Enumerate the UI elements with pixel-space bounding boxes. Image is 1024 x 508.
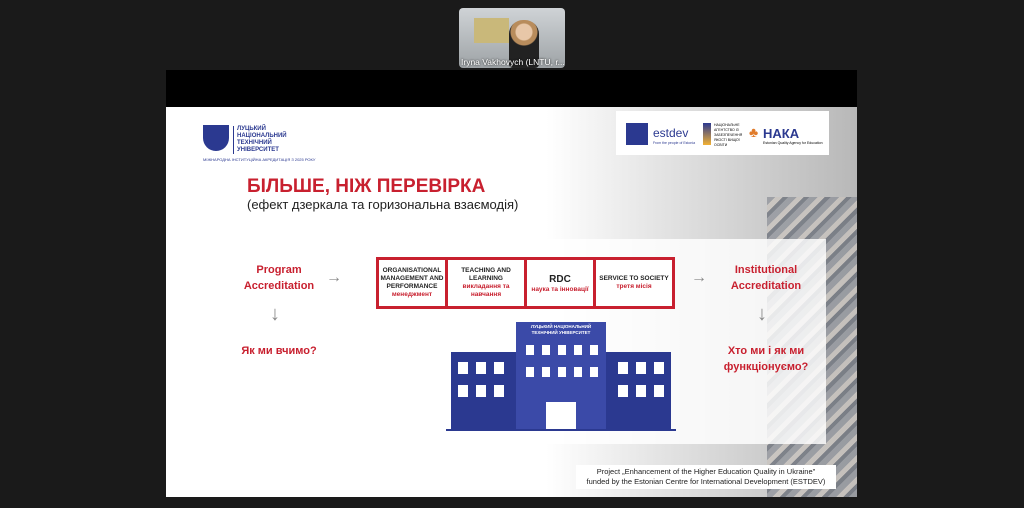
slide-subtitle: (ефект дзеркала та горизональна взаємоді… [247,197,519,212]
estdev-emblem-icon [626,123,648,145]
piece-ua: викладання та навчання [462,283,510,298]
piece-en: TEACHING AND LEARNING [461,267,511,282]
participant-name: Iryna Vakhovych (LNTU, r... [461,57,565,67]
arrow-down-icon: ↓ [757,303,767,325]
slide-title: БІЛЬШЕ, НІЖ ПЕРЕВІРКА [247,176,486,197]
left-question: Як ми вчимо? [241,345,317,357]
uni-tagline: МІЖНАРОДНА ІНСТИТУЦІЙНА АКРЕДИТАЦІЯ З 20… [203,157,316,162]
institutional-accreditation-label: Institutional Accreditation [730,264,802,292]
piece-ua: менеджмент [391,291,433,298]
footer-line-2: funded by the Estonian Centre for Intern… [586,477,826,486]
naka-logo: НАКА [763,126,800,141]
lntu-emblem-icon [203,125,229,151]
piece-ua: наука та інновації [531,285,589,293]
uni-name-2: НАЦІОНАЛЬНИЙ [237,133,287,139]
piece-en: RDC [549,273,571,285]
participant-video [509,20,539,68]
partner-logos: estdev From the people of Estonia НАЦІОН… [616,111,829,155]
uni-name-4: УНІВЕРСИТЕТ [237,147,279,153]
project-footer: Project „Enhancement of the Higher Educa… [576,465,836,489]
right-question: Хто ми і як ми функціонуємо? [723,345,809,373]
naka-tree-icon: ♣ [749,124,759,140]
university-building-illustration: ЛУЦЬКИЙ НАЦІОНАЛЬНИЙ ТЕХНІЧНИЙ УНІВЕРСИТ… [446,317,676,437]
presentation-slide: ЛУЦЬКИЙ НАЦІОНАЛЬНИЙ ТЕХНІЧНИЙ УНІВЕРСИТ… [166,107,857,497]
nazyavo-text: НАЦІОНАЛЬНЕ АГЕНТСТВО ІЗ ЗАБЕЗПЕЧЕННЯ ЯК… [714,123,743,147]
nazyavo-logo-icon [703,123,711,145]
uni-name-3: ТЕХНІЧНИЙ [237,140,272,146]
uni-name-1: ЛУЦЬКИЙ [237,126,266,132]
arrow-right-icon: → [691,269,707,286]
footer-line-1: Project „Enhancement of the Higher Educa… [596,467,816,476]
piece-en: SERVICE TO SOCIETY [599,275,669,282]
arrow-right-icon: → [326,269,342,286]
participant-video-tile[interactable]: Iryna Vakhovych (LNTU, r... [459,8,565,68]
piece-en: ORGANISATIONAL MANAGEMENT AND PERFORMANC… [380,267,444,290]
building-sign: ЛУЦЬКИЙ НАЦІОНАЛЬНИЙ ТЕХНІЧНИЙ УНІВЕРСИТ… [530,324,592,335]
program-accreditation-label: Program Accreditation [243,264,315,292]
arrow-down-icon: ↓ [270,303,280,325]
naka-sub: Estonian Quality Agency for Education [763,141,823,145]
piece-ua: третя місія [616,283,652,290]
estdev-sub: From the people of Estonia [653,141,696,145]
puzzle-piece-management: ORGANISATIONAL MANAGEMENT AND PERFORMANC… [376,257,448,309]
estdev-logo: estdev [653,126,689,140]
wall-picture [474,18,509,43]
